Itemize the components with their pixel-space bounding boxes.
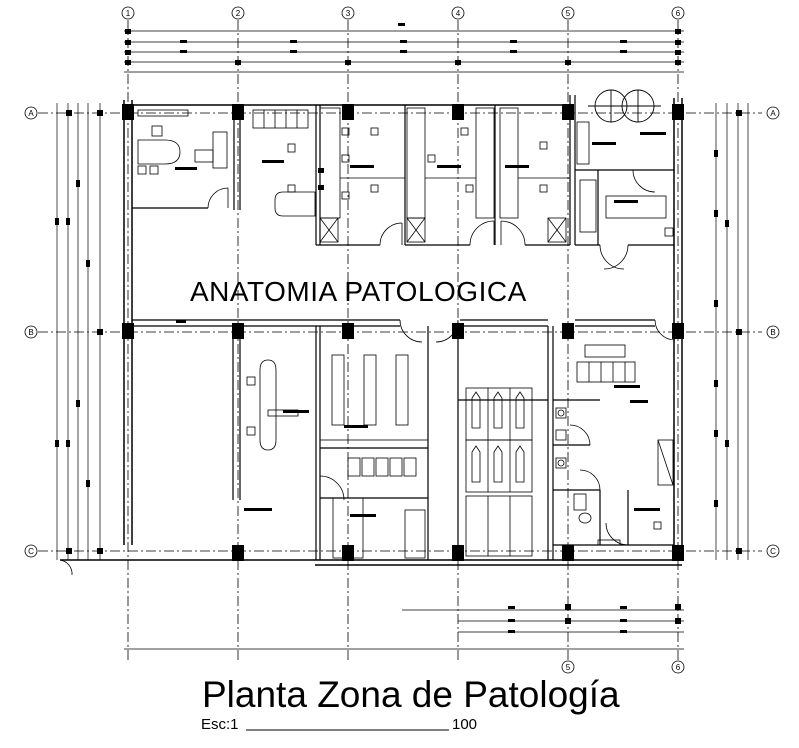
grid-bubble-row-a-right xyxy=(766,106,780,120)
grid-label-row-c-left: C xyxy=(28,547,34,556)
grid-bubble-col-6-bottom xyxy=(671,660,685,674)
grid-bubble-row-c-left xyxy=(24,544,38,558)
lab-benches xyxy=(319,354,429,559)
grid-bubble-row-a-left xyxy=(24,106,38,120)
grid-bubble-labels: 1 2 3 4 5 6 5 6 A B C A B C xyxy=(28,9,776,672)
grid-bubble-col-4 xyxy=(451,6,465,20)
morgue-compartments xyxy=(465,387,533,557)
door-swings xyxy=(59,169,676,576)
lower-office-furniture xyxy=(246,359,299,451)
grid-label-col-5: 5 xyxy=(566,9,571,18)
grid-label-row-b-left: B xyxy=(28,328,33,337)
dimension-lines-left xyxy=(55,103,103,560)
grid-bubble-row-c-right xyxy=(766,544,780,558)
grid-label-row-a-right: A xyxy=(770,109,776,118)
grid-bubble-row-b-right xyxy=(766,325,780,339)
room-tag-marks xyxy=(175,132,666,517)
exterior-walls xyxy=(60,98,683,566)
grid-bubble-col-3 xyxy=(341,6,355,20)
office-furniture-a xyxy=(137,109,228,175)
structural-columns xyxy=(122,104,684,561)
grid-bubble-col-5 xyxy=(561,6,575,20)
grid-bubble-col-1 xyxy=(121,6,135,20)
grid-label-col-4: 4 xyxy=(456,9,461,18)
scale-prefix: Esc:1 xyxy=(201,716,239,733)
grid-label-col-1: 1 xyxy=(126,9,131,18)
grid-bubble-col-6 xyxy=(671,6,685,20)
vestibule-doors xyxy=(588,89,661,123)
grid-label-col-5-bottom: 5 xyxy=(566,663,571,672)
dimension-lines-top xyxy=(124,23,684,73)
right-rooms-furniture xyxy=(576,195,674,530)
grid-bubble-col-5-bottom xyxy=(561,660,575,674)
room-label: ANATOMIA PATOLOGICA xyxy=(190,276,527,307)
grid-label-col-6: 6 xyxy=(676,9,681,18)
grid-bubble-row-b-left xyxy=(24,325,38,339)
grid-label-col-2: 2 xyxy=(236,9,241,18)
scale-denominator: 100 xyxy=(452,716,478,733)
grid-bubbles xyxy=(24,6,780,674)
dimension-lines-right xyxy=(714,103,749,560)
lab-cubicles xyxy=(319,107,597,243)
grid-bubble-col-2 xyxy=(231,6,245,20)
dimension-lines-bottom xyxy=(124,604,684,650)
grid-label-col-3: 3 xyxy=(346,9,351,18)
sanitary-fixtures xyxy=(555,407,621,546)
grid-label-col-6-bottom: 6 xyxy=(676,663,681,672)
grid-label-row-c-right: C xyxy=(770,547,776,556)
grid-label-row-b-right: B xyxy=(770,328,775,337)
office-furniture-b xyxy=(252,109,316,217)
drawing-title: Planta Zona de Patología xyxy=(202,674,620,715)
grid-label-row-a-left: A xyxy=(28,109,34,118)
